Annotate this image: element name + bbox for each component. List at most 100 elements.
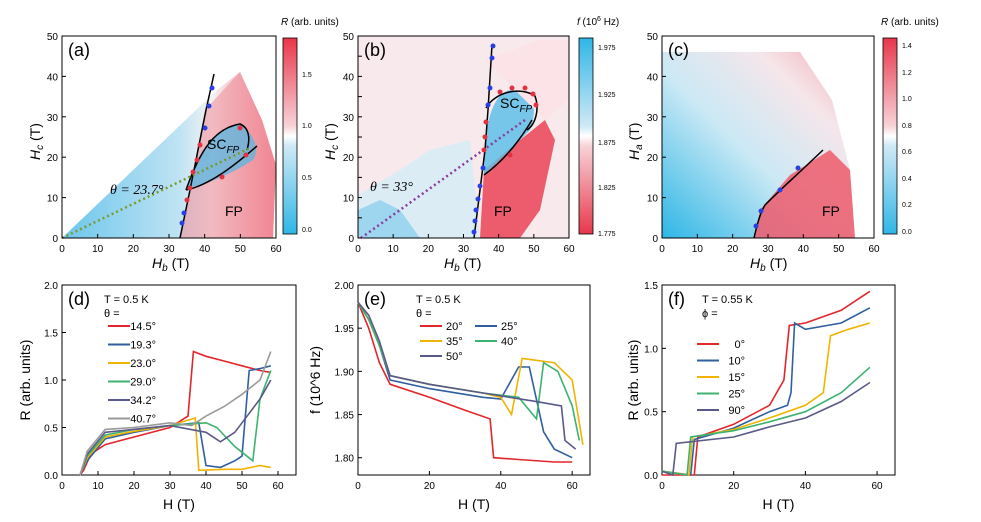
legend-label: 40.7° [130, 414, 156, 426]
legend-label: 10° [728, 356, 745, 368]
y-tick-label: 40 [343, 72, 355, 83]
y-tick-label: 50 [647, 32, 659, 43]
y-tick-label: 50 [343, 32, 355, 43]
colorbar-b [578, 37, 594, 235]
ylabel-a: Hc (T) [27, 123, 46, 160]
xlabel-a: Hb (T) [152, 255, 189, 274]
fp-label-c: FP [822, 203, 840, 219]
colorbar-c [882, 37, 898, 235]
panel-c-letter: (c) [668, 40, 689, 60]
svg-text:0.0: 0.0 [302, 227, 312, 234]
panel-a-letter: (a) [68, 40, 90, 60]
x-tick-label: 0 [659, 481, 665, 492]
x-tick-label: 20 [728, 481, 740, 492]
legend-label: 15° [728, 372, 745, 384]
condition-label: ϕ = [702, 308, 718, 320]
series-line [79, 365, 272, 476]
x-tick-label: 60 [563, 244, 575, 255]
svg-text:0.6: 0.6 [902, 149, 912, 156]
svg-text:1.0: 1.0 [902, 96, 912, 103]
y-tick-label: 0.0 [44, 471, 58, 482]
y-tick-label: 2.00 [335, 281, 355, 292]
condition-label: T = 0.5 K [416, 294, 461, 306]
series-line [357, 301, 584, 445]
x-tick-label: 60 [567, 481, 579, 492]
colorbar-ticks-c: 1.41.21.00.8 0.60.40.20.0 [902, 43, 912, 236]
series-line [79, 416, 271, 476]
phase-points-c [753, 165, 801, 229]
legend-label: 0° [734, 339, 745, 351]
legend-label: 25° [728, 389, 745, 401]
y-tick-label: 1.5 [644, 281, 658, 292]
x-tick-label: 30 [164, 481, 176, 492]
y-tick-label: 20 [47, 153, 59, 164]
panel-b-letter: (b) [364, 40, 386, 60]
x-tick-label: 20 [423, 244, 435, 255]
series-line [357, 301, 573, 459]
svg-text:1.5: 1.5 [302, 72, 312, 79]
svg-text:1.0: 1.0 [302, 123, 312, 130]
x-tick-label: 40 [199, 244, 211, 255]
panel-letter: (d) [68, 289, 90, 309]
x-tick-label: 30 [762, 244, 774, 255]
x-tick-label: 0 [659, 244, 665, 255]
legend-label: 35° [446, 336, 463, 348]
fp-label-b: FP [494, 203, 512, 219]
x-tick-label: 20 [128, 481, 140, 492]
x-axis-label: H (T) [763, 496, 795, 512]
series-line [79, 370, 272, 476]
x-tick-label: 30 [163, 244, 175, 255]
series-line [357, 301, 573, 463]
y-tick-label: 0 [52, 234, 58, 245]
x-tick-label: 50 [236, 481, 248, 492]
y-tick-label: 1.0 [644, 344, 658, 355]
y-tick-label: 30 [47, 113, 59, 124]
y-tick-label: 30 [343, 113, 355, 124]
y-tick-label: 0.5 [644, 408, 658, 419]
svg-text:1.875: 1.875 [598, 140, 616, 147]
y-tick-label: 0 [348, 234, 354, 245]
x-tick-label: 0 [355, 244, 361, 255]
legend-label: 29.0° [130, 377, 156, 389]
x-tick-label: 60 [872, 481, 884, 492]
x-tick-label: 10 [92, 244, 104, 255]
x-tick-label: 30 [458, 244, 470, 255]
condition-label: θ = [416, 308, 432, 320]
x-tick-label: 40 [200, 481, 212, 492]
legend-label: 34.2° [130, 395, 156, 407]
legend-label: 14.5° [130, 321, 156, 333]
angle-label-b: θ = 33° [370, 180, 413, 195]
svg-text:1.975: 1.975 [598, 45, 616, 52]
phase-points-b [471, 43, 539, 235]
y-axis-label: f (10^6 Hz) [307, 346, 323, 414]
x-tick-label: 40 [495, 481, 507, 492]
x-tick-label: 20 [128, 244, 140, 255]
phase-points-a [179, 85, 249, 226]
angle-label-a: θ = 23.7° [110, 183, 164, 198]
svg-text:0.5: 0.5 [302, 175, 312, 182]
x-tick-label: 50 [833, 244, 845, 255]
y-tick-label: 10 [343, 194, 355, 205]
y-tick-label: 40 [647, 72, 659, 83]
colorbar-ticks-a: 1.5 1.0 0.5 0.0 [302, 72, 312, 234]
legend-label: 23.0° [130, 358, 156, 370]
y-tick-label: 1.80 [335, 454, 355, 465]
x-tick-label: 40 [798, 244, 810, 255]
series-line [79, 379, 272, 476]
svg-text:0.2: 0.2 [902, 202, 912, 209]
ylabel-b: Hc (T) [322, 123, 341, 160]
y-tick-label: 0.0 [644, 471, 658, 482]
y-tick-label: 10 [647, 194, 659, 205]
svg-text:0.4: 0.4 [902, 176, 912, 183]
x-tick-label: 40 [493, 244, 505, 255]
panel-letter: (e) [364, 289, 386, 309]
sc-region-a [187, 124, 257, 188]
y-tick-label: 30 [647, 113, 659, 124]
legend-label: 25° [501, 321, 518, 333]
